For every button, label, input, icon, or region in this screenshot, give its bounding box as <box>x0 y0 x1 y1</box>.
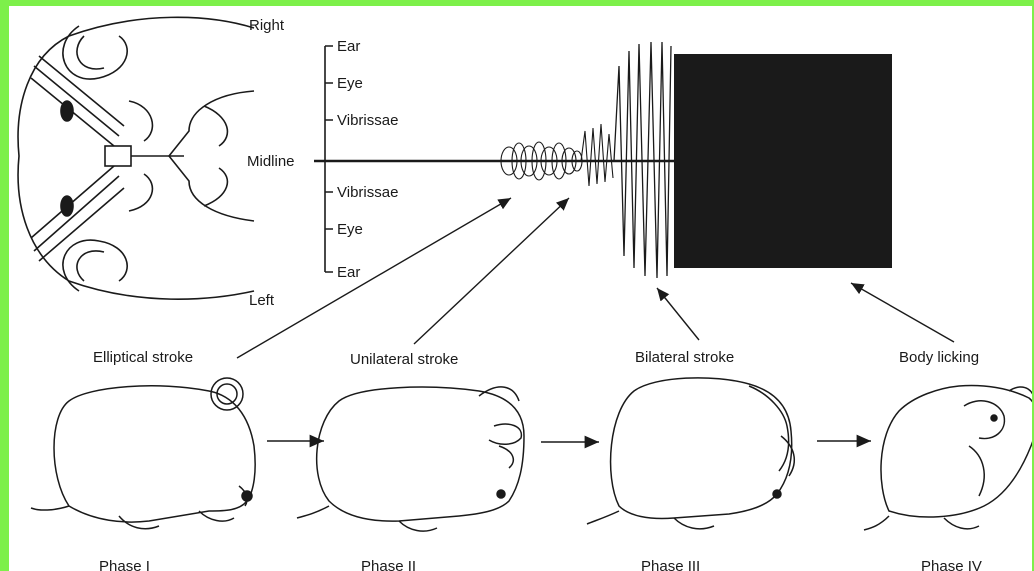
label-unilateral-stroke: Unilateral stroke <box>350 351 458 368</box>
position-bracket <box>325 46 333 272</box>
label-bilateral-stroke: Bilateral stroke <box>635 349 734 366</box>
label-lower-eye: Eye <box>337 221 363 238</box>
label-phase-2: Phase II <box>361 558 416 571</box>
rat-phase-3-illustration <box>587 378 794 529</box>
label-upper-eye: Eye <box>337 75 363 92</box>
rat-head-illustration <box>18 17 254 299</box>
grooming-diagram: Right Left Midline Ear Eye Vibrissae Vib… <box>9 6 1034 571</box>
label-midline: Midline <box>247 153 295 170</box>
label-lower-ear: Ear <box>337 264 360 281</box>
head-outline <box>18 17 254 299</box>
label-upper-ear: Ear <box>337 38 360 55</box>
left-eye-icon <box>61 196 73 216</box>
label-lower-vibrissae: Vibrissae <box>337 184 398 201</box>
label-left: Left <box>249 292 275 309</box>
left-ear-icon <box>63 240 127 291</box>
label-upper-vibrissae: Vibrissae <box>337 112 398 129</box>
nose-block <box>105 146 131 166</box>
label-right: Right <box>249 17 285 34</box>
label-phase-4: Phase IV <box>921 558 982 571</box>
unilateral-stroke-trace <box>581 124 613 186</box>
label-phase-3: Phase III <box>641 558 700 571</box>
right-eye-icon <box>61 101 73 121</box>
label-phase-1: Phase I <box>99 558 150 571</box>
arrow-bilateral <box>657 288 699 340</box>
label-elliptical-stroke: Elliptical stroke <box>93 349 193 366</box>
arrow-body-licking <box>851 283 954 342</box>
label-body-licking: Body licking <box>899 349 979 366</box>
rat-phase-2-illustration <box>297 387 524 531</box>
rat-phase-4-illustration <box>864 386 1034 531</box>
rat-phase-1-illustration <box>31 378 255 529</box>
arrow-unilateral <box>414 198 569 344</box>
body-licking-block <box>674 54 892 268</box>
arrow-elliptical <box>237 198 511 358</box>
